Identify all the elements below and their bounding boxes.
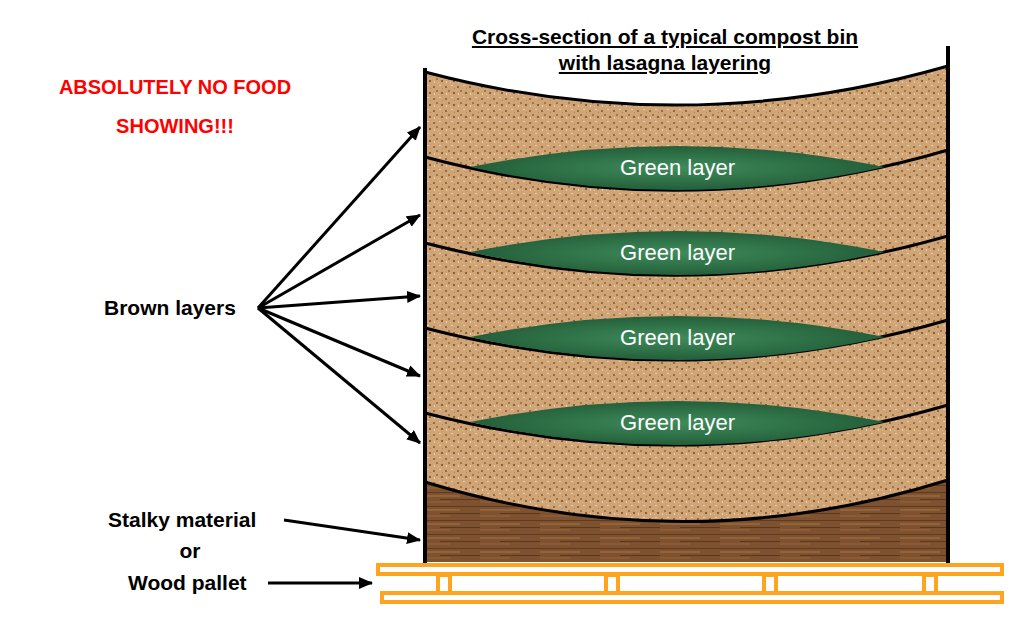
leader-arrow	[258, 215, 420, 308]
callout-label: Stalky material	[108, 508, 256, 532]
leader-arrow	[258, 296, 420, 308]
green-layer: Green layer	[470, 144, 885, 192]
callout-label: Brown layers	[104, 296, 236, 320]
leader-arrow	[258, 308, 420, 376]
callout-label: Wood pallet	[128, 571, 247, 595]
layer-label: Green layer	[620, 410, 735, 436]
layer-label: Green layer	[620, 325, 735, 351]
green-layer-fill	[470, 316, 885, 360]
green-layer: Green layer	[470, 229, 885, 277]
layer-line	[425, 480, 948, 522]
brown-fill	[425, 66, 948, 522]
warning-note: ABSOLUTELY NO FOOD SHOWING!!!	[55, 68, 295, 146]
green-layer-fill	[470, 146, 885, 190]
pallet-plank	[382, 593, 1002, 602]
leader-arrow	[284, 520, 420, 540]
pallet-plank	[378, 565, 1002, 574]
stalky-layer	[425, 480, 948, 562]
green-layer: Green layer	[470, 399, 885, 447]
callout-label: or	[160, 539, 220, 563]
bin-wall	[946, 46, 950, 564]
leader-arrow	[258, 308, 420, 443]
layer-label: Green layer	[620, 240, 735, 266]
green-layer-fill	[470, 401, 885, 445]
leader-arrow	[268, 582, 372, 585]
leader-arrow	[258, 127, 420, 308]
layer-label: Green layer	[620, 155, 735, 181]
green-layer-fill	[470, 231, 885, 275]
green-layer: Green layer	[470, 314, 885, 362]
diagram-title: Cross-section of a typical compost bin w…	[460, 24, 870, 76]
bin-wall	[423, 68, 427, 564]
